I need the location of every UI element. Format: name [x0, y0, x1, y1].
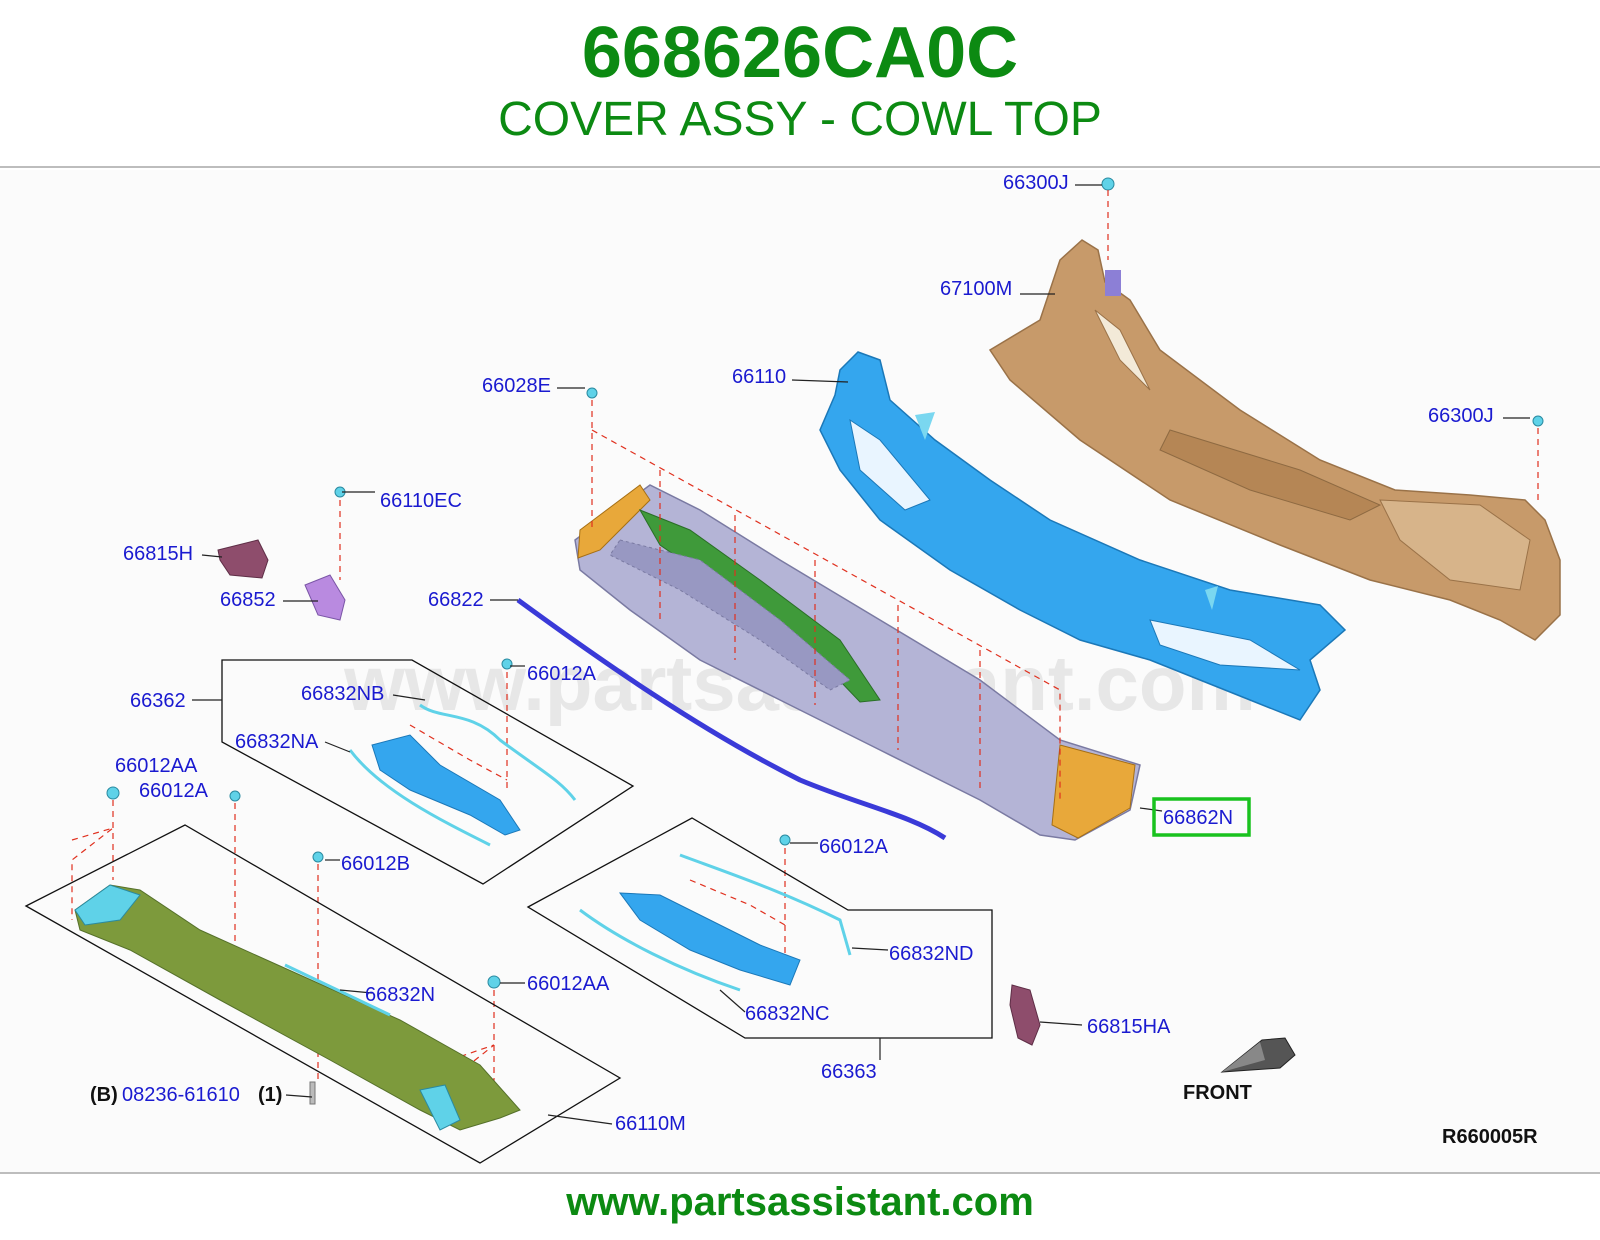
label-66028e[interactable]: 66028E	[482, 375, 551, 397]
part-66852-bracket[interactable]	[304, 574, 346, 621]
label-66012a-3[interactable]: 66012A	[819, 836, 889, 858]
part-name-subtitle: COVER ASSY - COWL TOP	[498, 93, 1102, 146]
diagram-canvas: www.partsassistant.com	[24, 172, 1561, 1164]
label-front: FRONT	[1183, 1082, 1252, 1104]
label-quantity: (1)	[258, 1084, 282, 1106]
label-66815ha[interactable]: 66815HA	[1087, 1016, 1171, 1038]
label-b-marker: (B)	[90, 1084, 118, 1106]
header: 668626CA0C COVER ASSY - COWL TOP	[0, 0, 1600, 168]
label-66110m[interactable]: 66110M	[615, 1113, 686, 1135]
label-66300j-right[interactable]: 66300J	[1428, 405, 1494, 427]
label-66012aa-2[interactable]: 66012AA	[527, 973, 610, 995]
part-66822-seal-strip[interactable]	[516, 597, 947, 841]
label-66832nc[interactable]: 66832NC	[745, 1003, 830, 1025]
part-66110-blue-panel[interactable]	[819, 351, 1347, 721]
label-66363[interactable]: 66363	[821, 1061, 877, 1083]
label-66832n[interactable]: 66832N	[365, 984, 435, 1006]
front-direction-arrow	[1220, 1037, 1296, 1073]
part-66815ha-bracket[interactable]	[1009, 984, 1041, 1046]
label-66832nd[interactable]: 66832ND	[889, 943, 974, 965]
part-number-title: 668626CA0C	[581, 13, 1019, 93]
bottom-divider	[0, 1172, 1600, 1174]
part-66363-duct[interactable]	[579, 853, 852, 992]
parts-diagram: www.partsassistant.com	[0, 170, 1600, 1172]
part-66110m-rail[interactable]	[74, 884, 521, 1131]
leader-lines	[192, 184, 1530, 1125]
label-66110[interactable]: 66110	[732, 366, 786, 388]
part-66362-duct[interactable]	[348, 703, 577, 847]
label-66110ec[interactable]: 66110EC	[380, 490, 462, 512]
label-66832na[interactable]: 66832NA	[235, 731, 319, 753]
part-66862n-cowl-grille[interactable]	[574, 484, 1141, 841]
label-66012a-2[interactable]: 66012A	[139, 780, 209, 802]
label-66852[interactable]: 66852	[220, 589, 276, 611]
highlight-66862n-box	[1152, 797, 1251, 837]
label-66012a-1[interactable]: 66012A	[527, 663, 597, 685]
clip-markers	[106, 177, 1544, 1105]
label-67100m[interactable]: 67100M	[940, 278, 1012, 300]
label-66300j-top[interactable]: 66300J	[1003, 172, 1069, 194]
footer-website-link[interactable]: www.partsassistant.com	[566, 1180, 1034, 1224]
label-66362[interactable]: 66362	[130, 690, 186, 712]
reference-code: R660005R	[1442, 1126, 1538, 1148]
group-66110m-outline	[24, 824, 622, 1164]
label-66815h[interactable]: 66815H	[123, 543, 193, 565]
label-66862n[interactable]: 66862N	[1163, 807, 1233, 829]
group-66363-outline	[526, 817, 993, 1039]
top-divider	[0, 166, 1600, 168]
label-66832nb[interactable]: 66832NB	[301, 683, 384, 705]
label-66822[interactable]: 66822	[428, 589, 484, 611]
label-66012b[interactable]: 66012B	[341, 853, 410, 875]
group-66362-outline	[221, 659, 635, 885]
label-66012aa-1[interactable]: 66012AA	[115, 755, 198, 777]
part-labels: 66300J 67100M 66110 66028E 66300J 66110E…	[90, 172, 1538, 1148]
label-08236-61610[interactable]: 08236-61610	[122, 1084, 240, 1106]
part-67100m-cowl-panel[interactable]	[988, 239, 1561, 641]
part-66815h-bracket[interactable]	[217, 539, 269, 579]
